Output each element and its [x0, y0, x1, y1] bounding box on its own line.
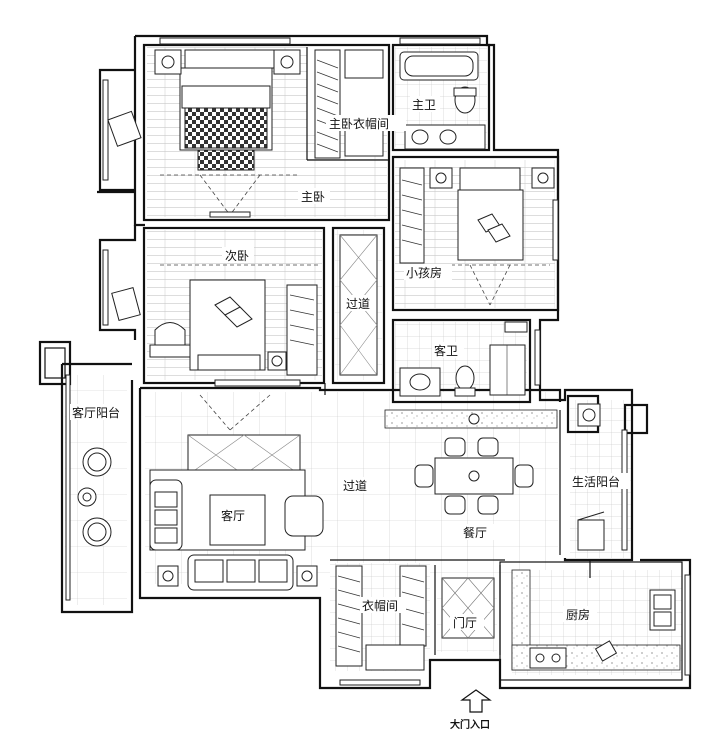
- label-main-hallway: 过道: [343, 479, 367, 493]
- label-dining-room: 餐厅: [463, 525, 487, 540]
- entrance-marker: 大门入口: [440, 690, 500, 731]
- windows: [65, 37, 691, 686]
- living-balcony-furniture: [77, 447, 112, 547]
- entrance-label: 大门入口: [450, 720, 490, 731]
- utility-balcony-fixtures: [577, 403, 605, 551]
- kitchen-fixtures: [511, 569, 681, 671]
- label-master-bedroom: 主卧: [301, 190, 325, 204]
- label-guest-bath: 客卫: [434, 343, 458, 358]
- label-cloakroom: 衣帽间: [362, 598, 398, 613]
- label-kids-room: 小孩房: [406, 265, 442, 280]
- label-foyer: 门厅: [453, 615, 477, 630]
- up-arrow-icon: [460, 689, 492, 713]
- second-bedroom-furniture: [111, 264, 320, 376]
- label-living-balcony: 客厅阳台: [72, 405, 120, 420]
- label-upper-hallway: 过道: [346, 297, 370, 311]
- master-bedroom-furniture: [107, 49, 301, 218]
- label-kitchen: 厨房: [566, 607, 590, 622]
- label-second-bedroom: 次卧: [225, 249, 249, 263]
- master-closet-furniture: [314, 49, 384, 159]
- guest-bath-fixtures: [399, 321, 528, 397]
- living-room-furniture: [149, 394, 324, 591]
- cloakroom-furniture: [335, 565, 427, 671]
- master-bath-fixtures: [399, 51, 486, 150]
- kids-room-furniture: [399, 167, 555, 306]
- label-living-room: 客厅: [221, 508, 245, 523]
- dining-furniture: [384, 409, 558, 515]
- label-master-bath: 主卫: [412, 98, 436, 112]
- room-labels: 主卧衣帽间 主卫 主卧 次卧 小孩房 过道 客卫 客厅阳台 客厅 过道 餐厅 生…: [70, 96, 630, 630]
- label-master-closet: 主卧衣帽间: [329, 116, 389, 131]
- label-utility-balcony: 生活阳台: [572, 474, 620, 489]
